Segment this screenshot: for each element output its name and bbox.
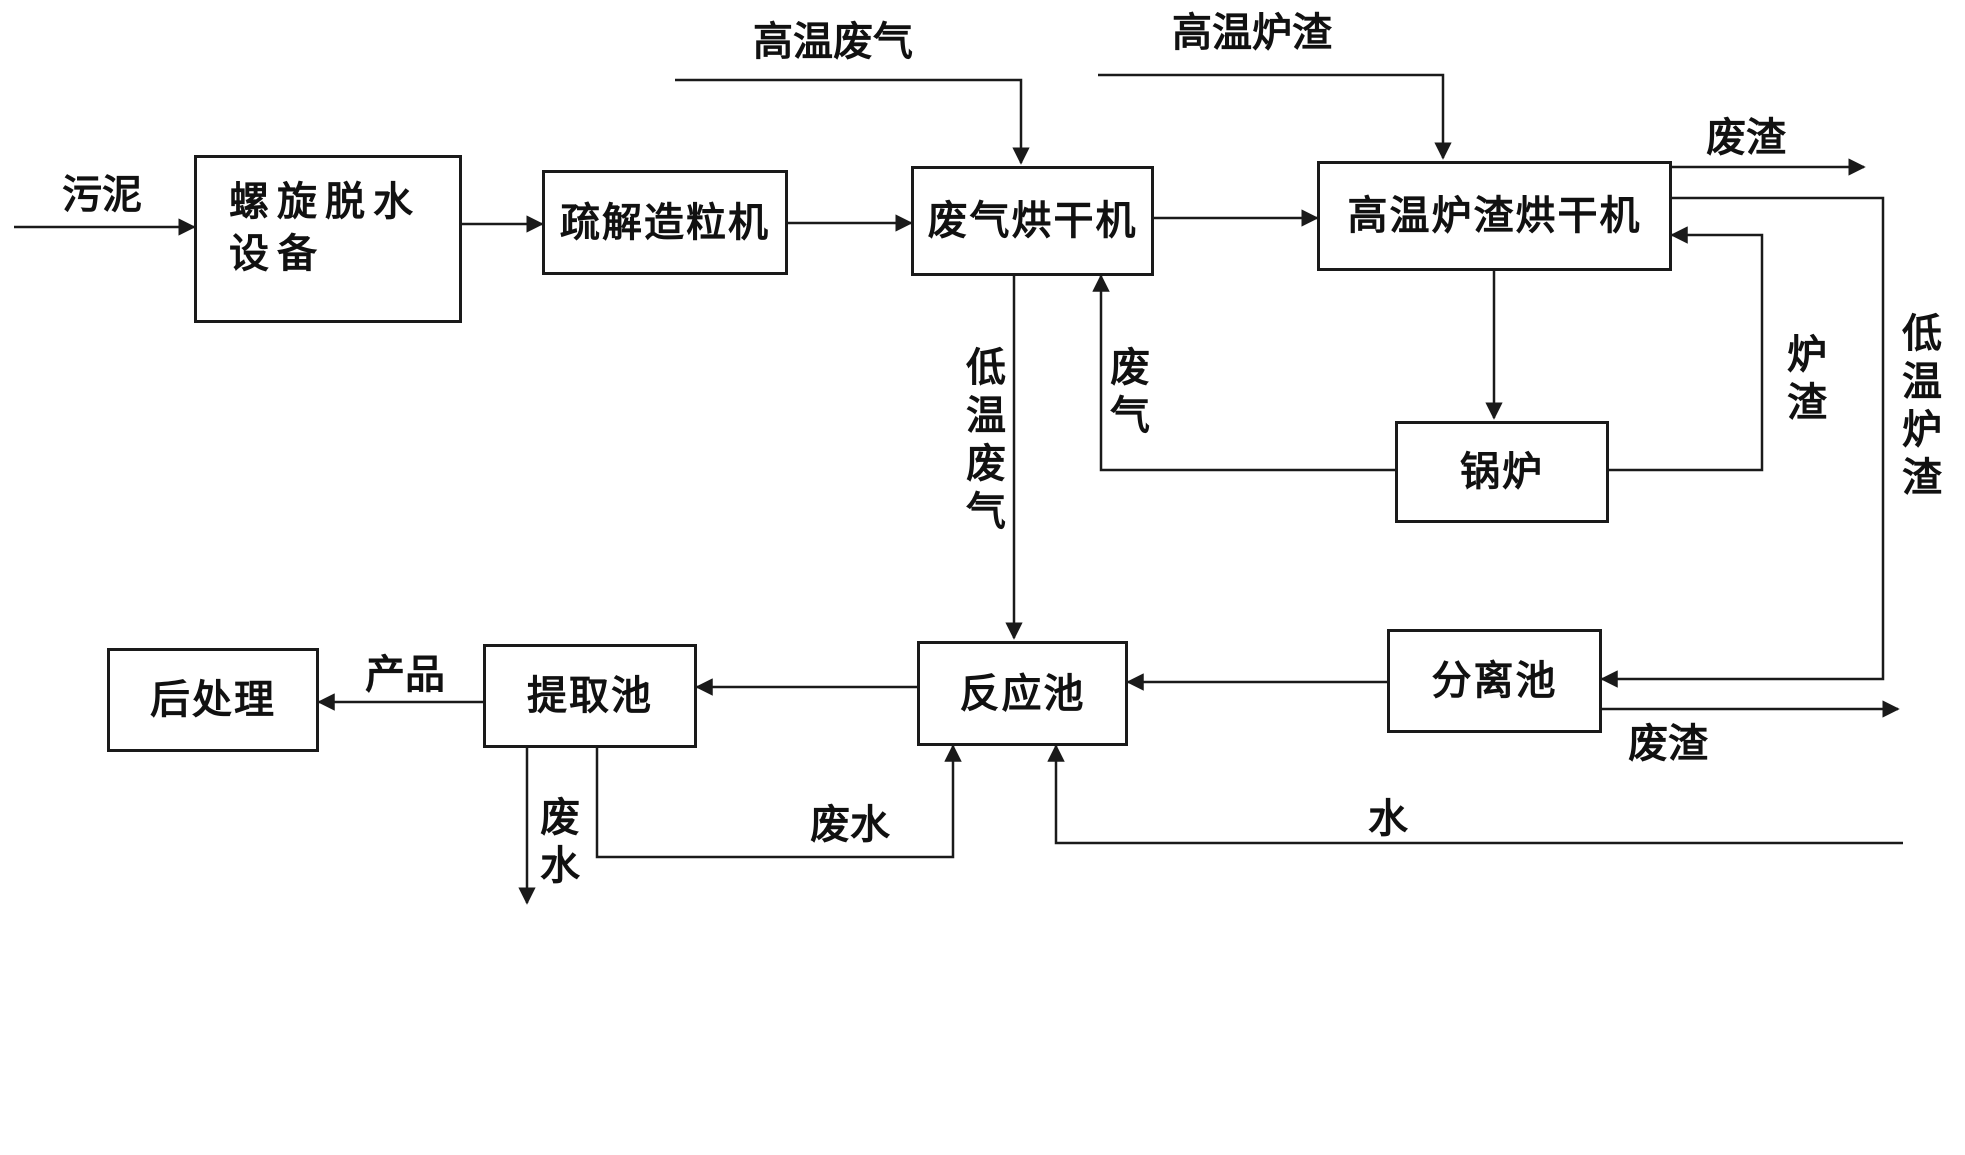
label-hot-slag: 高温炉渣 (1172, 10, 1332, 56)
edge-boiler-slag-loop (1609, 226, 1764, 472)
edge-wastewater-loop (595, 744, 962, 859)
node-extraction-tank: 提取池 (483, 644, 697, 748)
node-post-treatment: 后处理 (107, 648, 319, 752)
node-reaction-tank: 反应池 (917, 641, 1128, 746)
label-wastewater-out: 废水 (533, 796, 579, 892)
edge-hot-slag (1098, 73, 1452, 160)
edge-water (1047, 744, 1903, 845)
edge-hot-exhaust-gas (675, 78, 1030, 165)
node-screw-dewatering: 螺旋脱水设备 (194, 155, 462, 323)
edge-low-temp-slag (1600, 196, 1885, 688)
label-wastewater-loop: 废水 (810, 802, 890, 848)
label-waste-slag-bottom: 废渣 (1628, 721, 1708, 767)
label-hot-exhaust-gas: 高温废气 (753, 19, 913, 65)
label-waste-slag-top: 废渣 (1706, 115, 1786, 161)
label-product: 产品 (365, 652, 445, 698)
edge-boiler-gas-loop (1092, 274, 1395, 472)
label-slag: 炉渣 (1780, 333, 1826, 429)
node-boiler: 锅炉 (1395, 421, 1609, 523)
node-gas-dryer: 废气烘干机 (911, 166, 1154, 276)
node-granulator: 疏解造粒机 (542, 170, 788, 275)
node-separation-tank: 分离池 (1387, 629, 1602, 733)
label-sludge: 污泥 (62, 172, 142, 218)
label-water: 水 (1368, 796, 1408, 842)
node-slag-dryer: 高温炉渣烘干机 (1317, 161, 1672, 271)
label-exhaust-gas: 废气 (1103, 346, 1149, 442)
label-low-temp-gas: 低温废气 (959, 346, 1005, 538)
label-low-temp-slag: 低温炉渣 (1895, 312, 1941, 504)
